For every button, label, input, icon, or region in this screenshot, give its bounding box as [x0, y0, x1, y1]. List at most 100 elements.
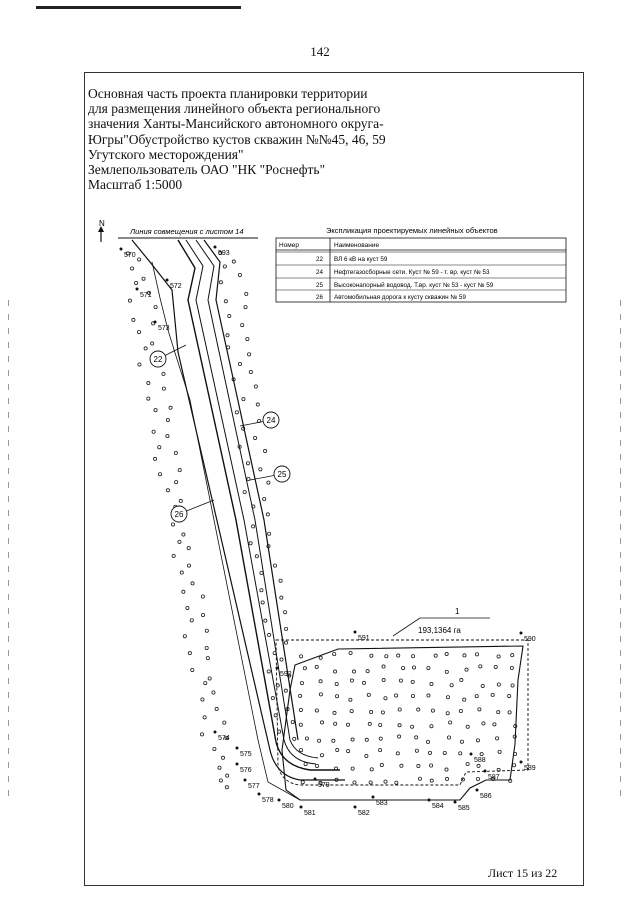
tree-symbol	[365, 669, 370, 674]
object-callout-24: 24	[239, 411, 280, 429]
point-marker	[243, 778, 247, 782]
tree-symbol	[137, 257, 142, 262]
point-label: 575	[240, 751, 252, 758]
tree-symbol	[429, 778, 434, 783]
tree-symbol	[507, 710, 512, 715]
object-callout-label: 24	[267, 416, 276, 425]
tree-symbol	[380, 710, 385, 715]
tree-symbol	[426, 739, 431, 744]
tree-symbol	[146, 290, 151, 295]
tree-symbol	[478, 664, 483, 669]
tree-symbol	[131, 317, 136, 322]
tree-symbol	[304, 736, 309, 741]
tree-symbol	[429, 724, 434, 729]
tree-symbol	[350, 766, 355, 771]
tree-symbol	[493, 664, 498, 669]
tree-symbol	[317, 738, 322, 743]
tree-symbol	[262, 497, 267, 502]
tree-symbol	[254, 554, 259, 559]
tree-symbol	[242, 490, 247, 495]
tree-symbol	[348, 697, 353, 702]
tree-symbol	[445, 776, 450, 781]
tree-symbol	[384, 654, 389, 659]
tree-symbol	[125, 251, 130, 256]
tree-symbol	[491, 777, 496, 782]
tree-symbol	[462, 697, 467, 702]
header-line: Масштаб 1:5000	[88, 177, 183, 193]
tree-symbol	[136, 330, 141, 335]
tree-symbol	[266, 480, 271, 485]
tree-symbol	[428, 750, 433, 755]
tree-symbol	[259, 570, 264, 575]
tree-symbol	[253, 384, 258, 389]
point-marker	[519, 631, 523, 635]
match-line-label: Линия совмещения с листом 14	[129, 227, 244, 236]
tree-symbol	[299, 654, 304, 659]
tree-symbol	[127, 298, 132, 303]
oil-line	[195, 239, 319, 759]
tree-symbol	[272, 563, 277, 568]
tree-symbol	[292, 736, 297, 741]
legend-row-num: 25	[316, 282, 324, 289]
tree-symbol	[411, 665, 416, 670]
point-label: 570	[124, 252, 136, 259]
tree-symbol	[225, 333, 230, 338]
tree-symbol	[444, 767, 449, 772]
tree-symbol	[179, 570, 184, 575]
tree-symbol	[383, 779, 388, 784]
tree-symbol	[458, 708, 463, 713]
tree-symbol	[479, 752, 484, 757]
tree-symbol	[204, 645, 209, 650]
tree-symbol	[397, 723, 402, 728]
tree-symbol	[267, 531, 272, 536]
point-label: 584	[432, 803, 444, 810]
tree-symbol	[395, 751, 400, 756]
tree-symbol	[153, 305, 158, 310]
tree-symbol	[346, 722, 351, 727]
tree-symbol	[150, 341, 155, 346]
tree-symbol	[298, 693, 303, 698]
scan-edge-mark	[620, 300, 621, 800]
tree-symbol	[465, 762, 470, 767]
point-marker	[135, 287, 139, 291]
header-line: Землепользователь ОАО "НК "Роснефть"	[88, 162, 326, 178]
tree-symbol	[475, 776, 480, 781]
point-label: 582	[358, 810, 370, 817]
tree-symbol	[182, 634, 187, 639]
point-marker	[483, 769, 487, 773]
tree-symbol	[279, 595, 284, 600]
water-line	[185, 239, 317, 765]
tree-symbol	[476, 763, 481, 768]
tree-symbol	[507, 693, 512, 698]
tree-symbol	[362, 680, 367, 685]
point-marker	[469, 752, 473, 756]
tree-symbol	[369, 710, 374, 715]
tree-symbol	[267, 632, 272, 637]
tree-symbol	[211, 690, 216, 695]
tree-symbol	[492, 722, 497, 727]
tree-symbol	[378, 722, 383, 727]
tree-symbol	[510, 653, 515, 658]
tree-symbol	[364, 753, 369, 758]
object-callout-label: 26	[175, 510, 184, 519]
tree-symbol	[381, 664, 386, 669]
legend-row-num: 24	[316, 269, 324, 276]
point-label: 580	[282, 803, 294, 810]
tree-symbol	[396, 653, 401, 658]
point-label: 573	[158, 325, 170, 332]
tree-symbol	[369, 653, 374, 658]
tree-symbol	[335, 694, 340, 699]
tree-symbol	[190, 581, 195, 586]
tree-symbol	[442, 750, 447, 755]
tree-symbol	[248, 541, 253, 546]
point-label: 576	[240, 767, 252, 774]
tree-symbol	[224, 736, 229, 741]
tree-symbol	[381, 678, 386, 683]
tree-symbol	[496, 654, 501, 659]
tree-symbol	[430, 708, 435, 713]
tree-symbol	[224, 785, 229, 790]
scan-edge-mark	[8, 300, 9, 800]
tree-symbol	[234, 410, 239, 415]
